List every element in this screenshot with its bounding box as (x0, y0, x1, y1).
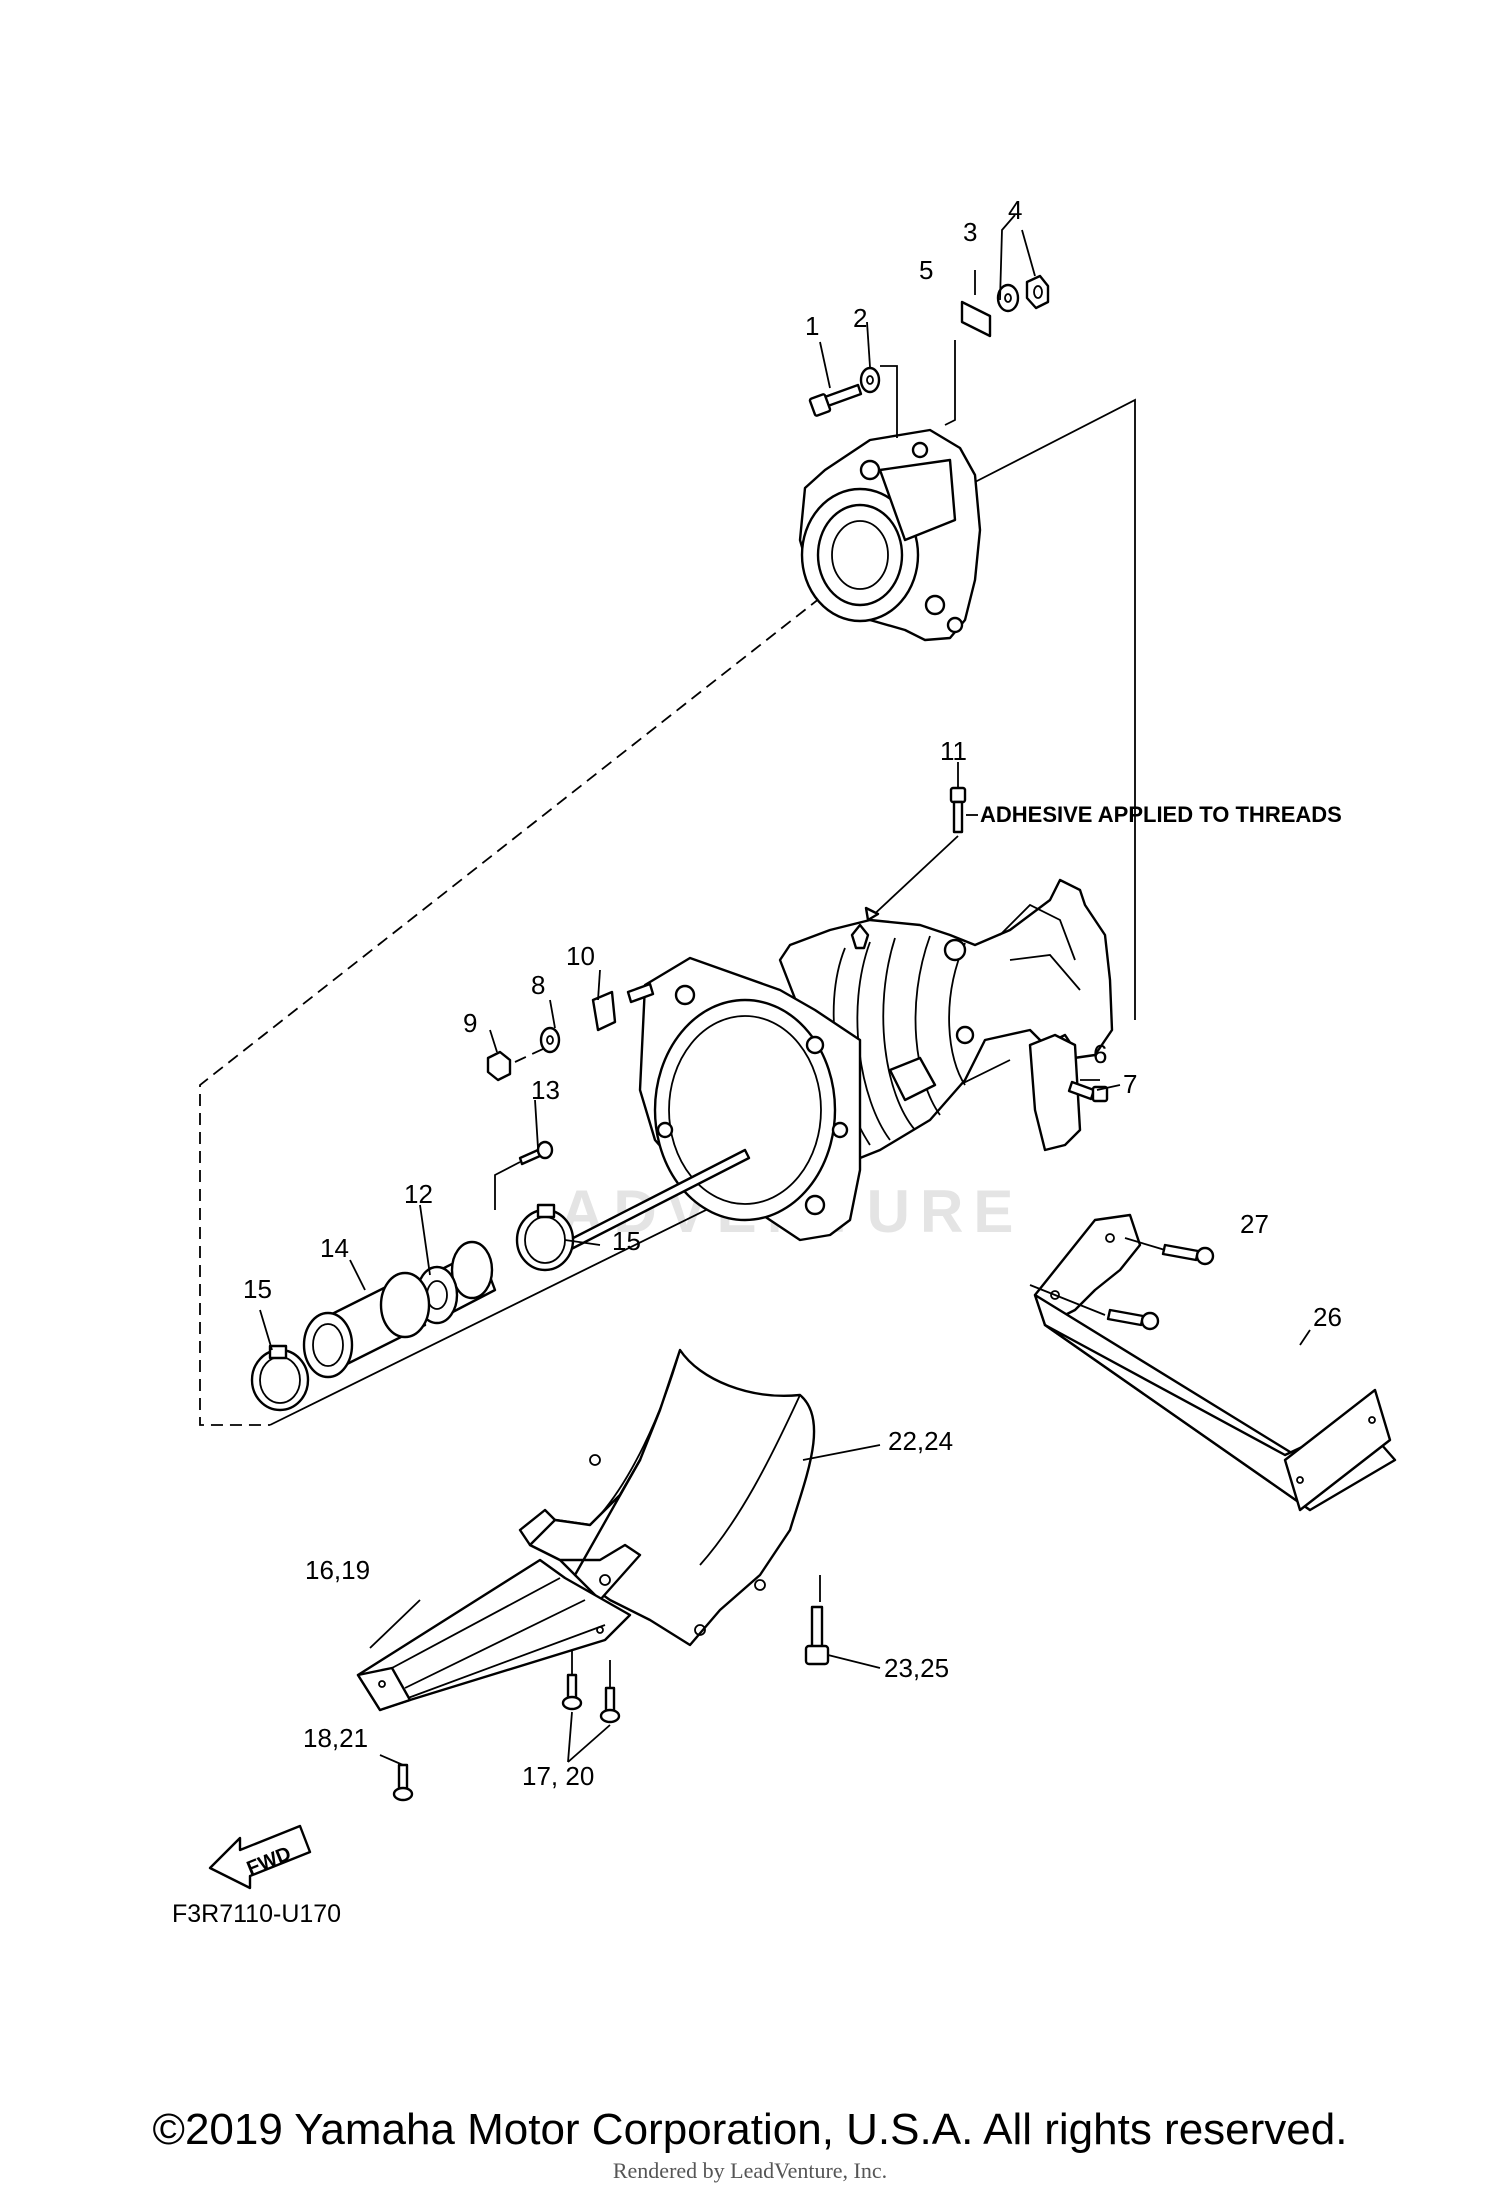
callout-8: 8 (531, 970, 545, 1000)
bolt-1 (808, 383, 863, 417)
figure-code: F3R7110-U170 (172, 1900, 341, 1928)
bolt-11 (949, 786, 967, 834)
nozzle-housing (798, 428, 982, 642)
adhesive-note: ADHESIVE APPLIED TO THREADS (980, 802, 1342, 827)
plate-26 (1033, 1213, 1397, 1512)
bracket-10 (591, 990, 617, 1032)
bolt-7 (1067, 1080, 1109, 1103)
screw-13 (518, 1140, 554, 1166)
washer-3 (996, 283, 1020, 313)
jet-pump-assembly (626, 878, 1114, 1242)
callout-23-25: 23,25 (884, 1653, 949, 1683)
callout-14: 14 (320, 1233, 349, 1263)
hose-14 (302, 1271, 431, 1379)
screws-17 (561, 1673, 621, 1724)
callout-16-19: 16,19 (305, 1555, 370, 1585)
screw-18 (392, 1763, 414, 1802)
nut-9 (486, 1050, 512, 1082)
callout-22-24: 22,24 (888, 1426, 953, 1456)
callout-7: 7 (1123, 1069, 1137, 1099)
washer-8 (539, 1026, 561, 1054)
callout-15-left: 15 (243, 1274, 272, 1304)
callout-17-20: 17, 20 (522, 1761, 594, 1791)
callout-15-right: 15 (612, 1226, 641, 1256)
bolt-23 (804, 1605, 830, 1666)
leader-lines (259, 214, 1121, 1351)
fwd-arrow: FWD (208, 1824, 312, 1890)
callout-9: 9 (463, 1008, 477, 1038)
callout-10: 10 (566, 941, 595, 971)
callout-3: 3 (963, 217, 977, 247)
reference-lines (199, 398, 1136, 1426)
bracket-5 (960, 300, 992, 338)
intake-grate-16 (356, 1558, 632, 1712)
callout-6: 6 (1093, 1039, 1107, 1069)
callout-27: 27 (1240, 1209, 1269, 1239)
callout-5: 5 (919, 255, 933, 285)
callout-labels: 1 2 3 4 5 6 7 8 9 10 11 12 13 14 15 15 1… (172, 195, 1342, 1928)
callout-4: 4 (1008, 195, 1022, 225)
hose-clamp-15-lower (250, 1344, 310, 1412)
screws-27 (1106, 1243, 1215, 1331)
callout-26: 26 (1313, 1302, 1342, 1332)
callout-18-21: 18,21 (303, 1723, 368, 1753)
rendered-by-notice: Rendered by LeadVenture, Inc. (612, 2158, 888, 2183)
callout-11: 11 (940, 736, 967, 766)
washer-2 (859, 366, 881, 394)
nut-4 (1025, 274, 1050, 310)
callout-13: 13 (531, 1075, 560, 1105)
copyright-notice: ©2019 Yamaha Motor Corporation, U.S.A. A… (152, 2105, 1348, 2154)
callout-12: 12 (404, 1179, 433, 1209)
callout-1: 1 (805, 311, 819, 341)
plate-6 (1028, 1033, 1082, 1152)
intake-duct-22 (518, 1348, 816, 1647)
hose-clamp-15-upper (515, 1203, 575, 1272)
callout-2: 2 (853, 303, 867, 333)
